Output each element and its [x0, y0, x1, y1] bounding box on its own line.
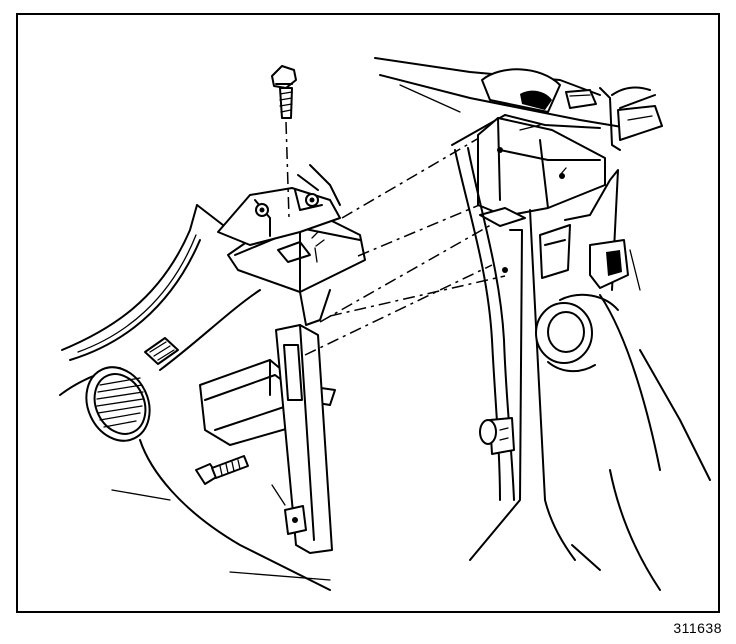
- upper-bracket: [217, 164, 366, 326]
- vehicle-body: [374, 57, 711, 591]
- trim-badge: [144, 337, 179, 365]
- leader-lines: [285, 121, 521, 356]
- bolt-icon: [271, 65, 297, 119]
- pillar-trim: [271, 324, 333, 554]
- lower-bolt: [195, 455, 249, 485]
- speaker-grille: [85, 366, 151, 442]
- interior-trim-panel: [59, 204, 331, 591]
- figure-number: 311638: [673, 620, 722, 636]
- figure-frame: [16, 13, 720, 613]
